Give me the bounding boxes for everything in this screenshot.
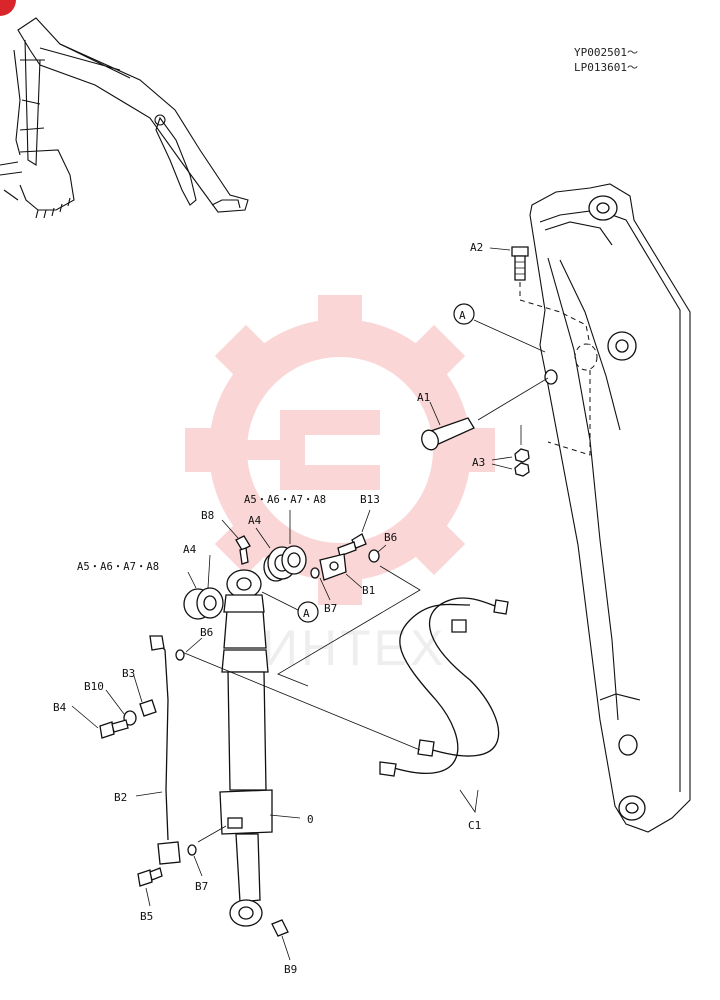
corner-marker: [0, 0, 16, 16]
label-zero: 0: [307, 813, 314, 826]
arm-cylinder: [219, 569, 301, 927]
label-b2: B2: [114, 791, 127, 804]
serial-range: YP002501～ LP013601～: [574, 46, 638, 74]
ref-a-label-top: A: [459, 309, 466, 322]
label-b7-top: B7: [324, 602, 337, 615]
label-b9: B9: [284, 963, 297, 976]
label-b6-top: B6: [384, 531, 397, 544]
boom-assembly: [529, 183, 691, 833]
label-b10: B10: [84, 680, 104, 693]
serial-line-2: LP013601～: [574, 61, 638, 74]
label-b1: B1: [362, 584, 375, 597]
a4-bushing-top: [255, 510, 307, 582]
label-a2: A2: [470, 241, 483, 254]
watermark-text: ИНТЕХ: [262, 620, 446, 676]
boom-pin-mount: [519, 282, 598, 456]
b9-grease-nipple: [271, 919, 291, 961]
a4-bushing-left: [183, 554, 224, 620]
label-b6-left: B6: [200, 626, 213, 639]
callout-labels: A2 A1 A3 A5・A6・A7・A8 A4 B13 B6 B8 B1 B7 …: [53, 241, 485, 976]
label-a4-left: A4: [183, 543, 197, 556]
label-a1: A1: [417, 391, 430, 404]
label-a4-top: A4: [248, 514, 262, 527]
label-b7-bottom: B7: [195, 880, 208, 893]
b10-washer: [105, 689, 137, 726]
a1-pin: [421, 377, 549, 451]
ref-a-marker-top: A: [453, 303, 546, 353]
label-b5: B5: [140, 910, 153, 923]
label-b3: B3: [122, 667, 135, 680]
b3-clamp: [133, 675, 157, 717]
excavator-key-diagram: [0, 17, 249, 219]
label-b4: B4: [53, 701, 67, 714]
ref-a-label-cylinder: A: [303, 607, 310, 620]
ref-a-marker-cylinder: A: [261, 591, 319, 623]
b2-pipe: [135, 635, 181, 865]
label-c1: C1: [468, 819, 481, 832]
c1-hoses: [181, 597, 509, 814]
b13-b1-block: [277, 509, 421, 687]
b5-bolt: [137, 867, 163, 907]
b6-oring-left: [175, 637, 203, 661]
label-b13: B13: [360, 493, 380, 506]
b8-grease-nipple: [221, 519, 251, 565]
label-a5-group-left: A5・A6・A7・A8: [77, 561, 159, 573]
label-a5-group-top: A5・A6・A7・A8: [244, 494, 326, 506]
b7-oring-bottom: [187, 825, 227, 877]
label-b8: B8: [201, 509, 214, 522]
label-a3: A3: [472, 456, 485, 469]
a2-bolt: [489, 246, 529, 281]
b4-bolt: [71, 705, 129, 739]
serial-line-1: YP002501～: [574, 46, 638, 59]
a3-nuts: [491, 425, 530, 477]
